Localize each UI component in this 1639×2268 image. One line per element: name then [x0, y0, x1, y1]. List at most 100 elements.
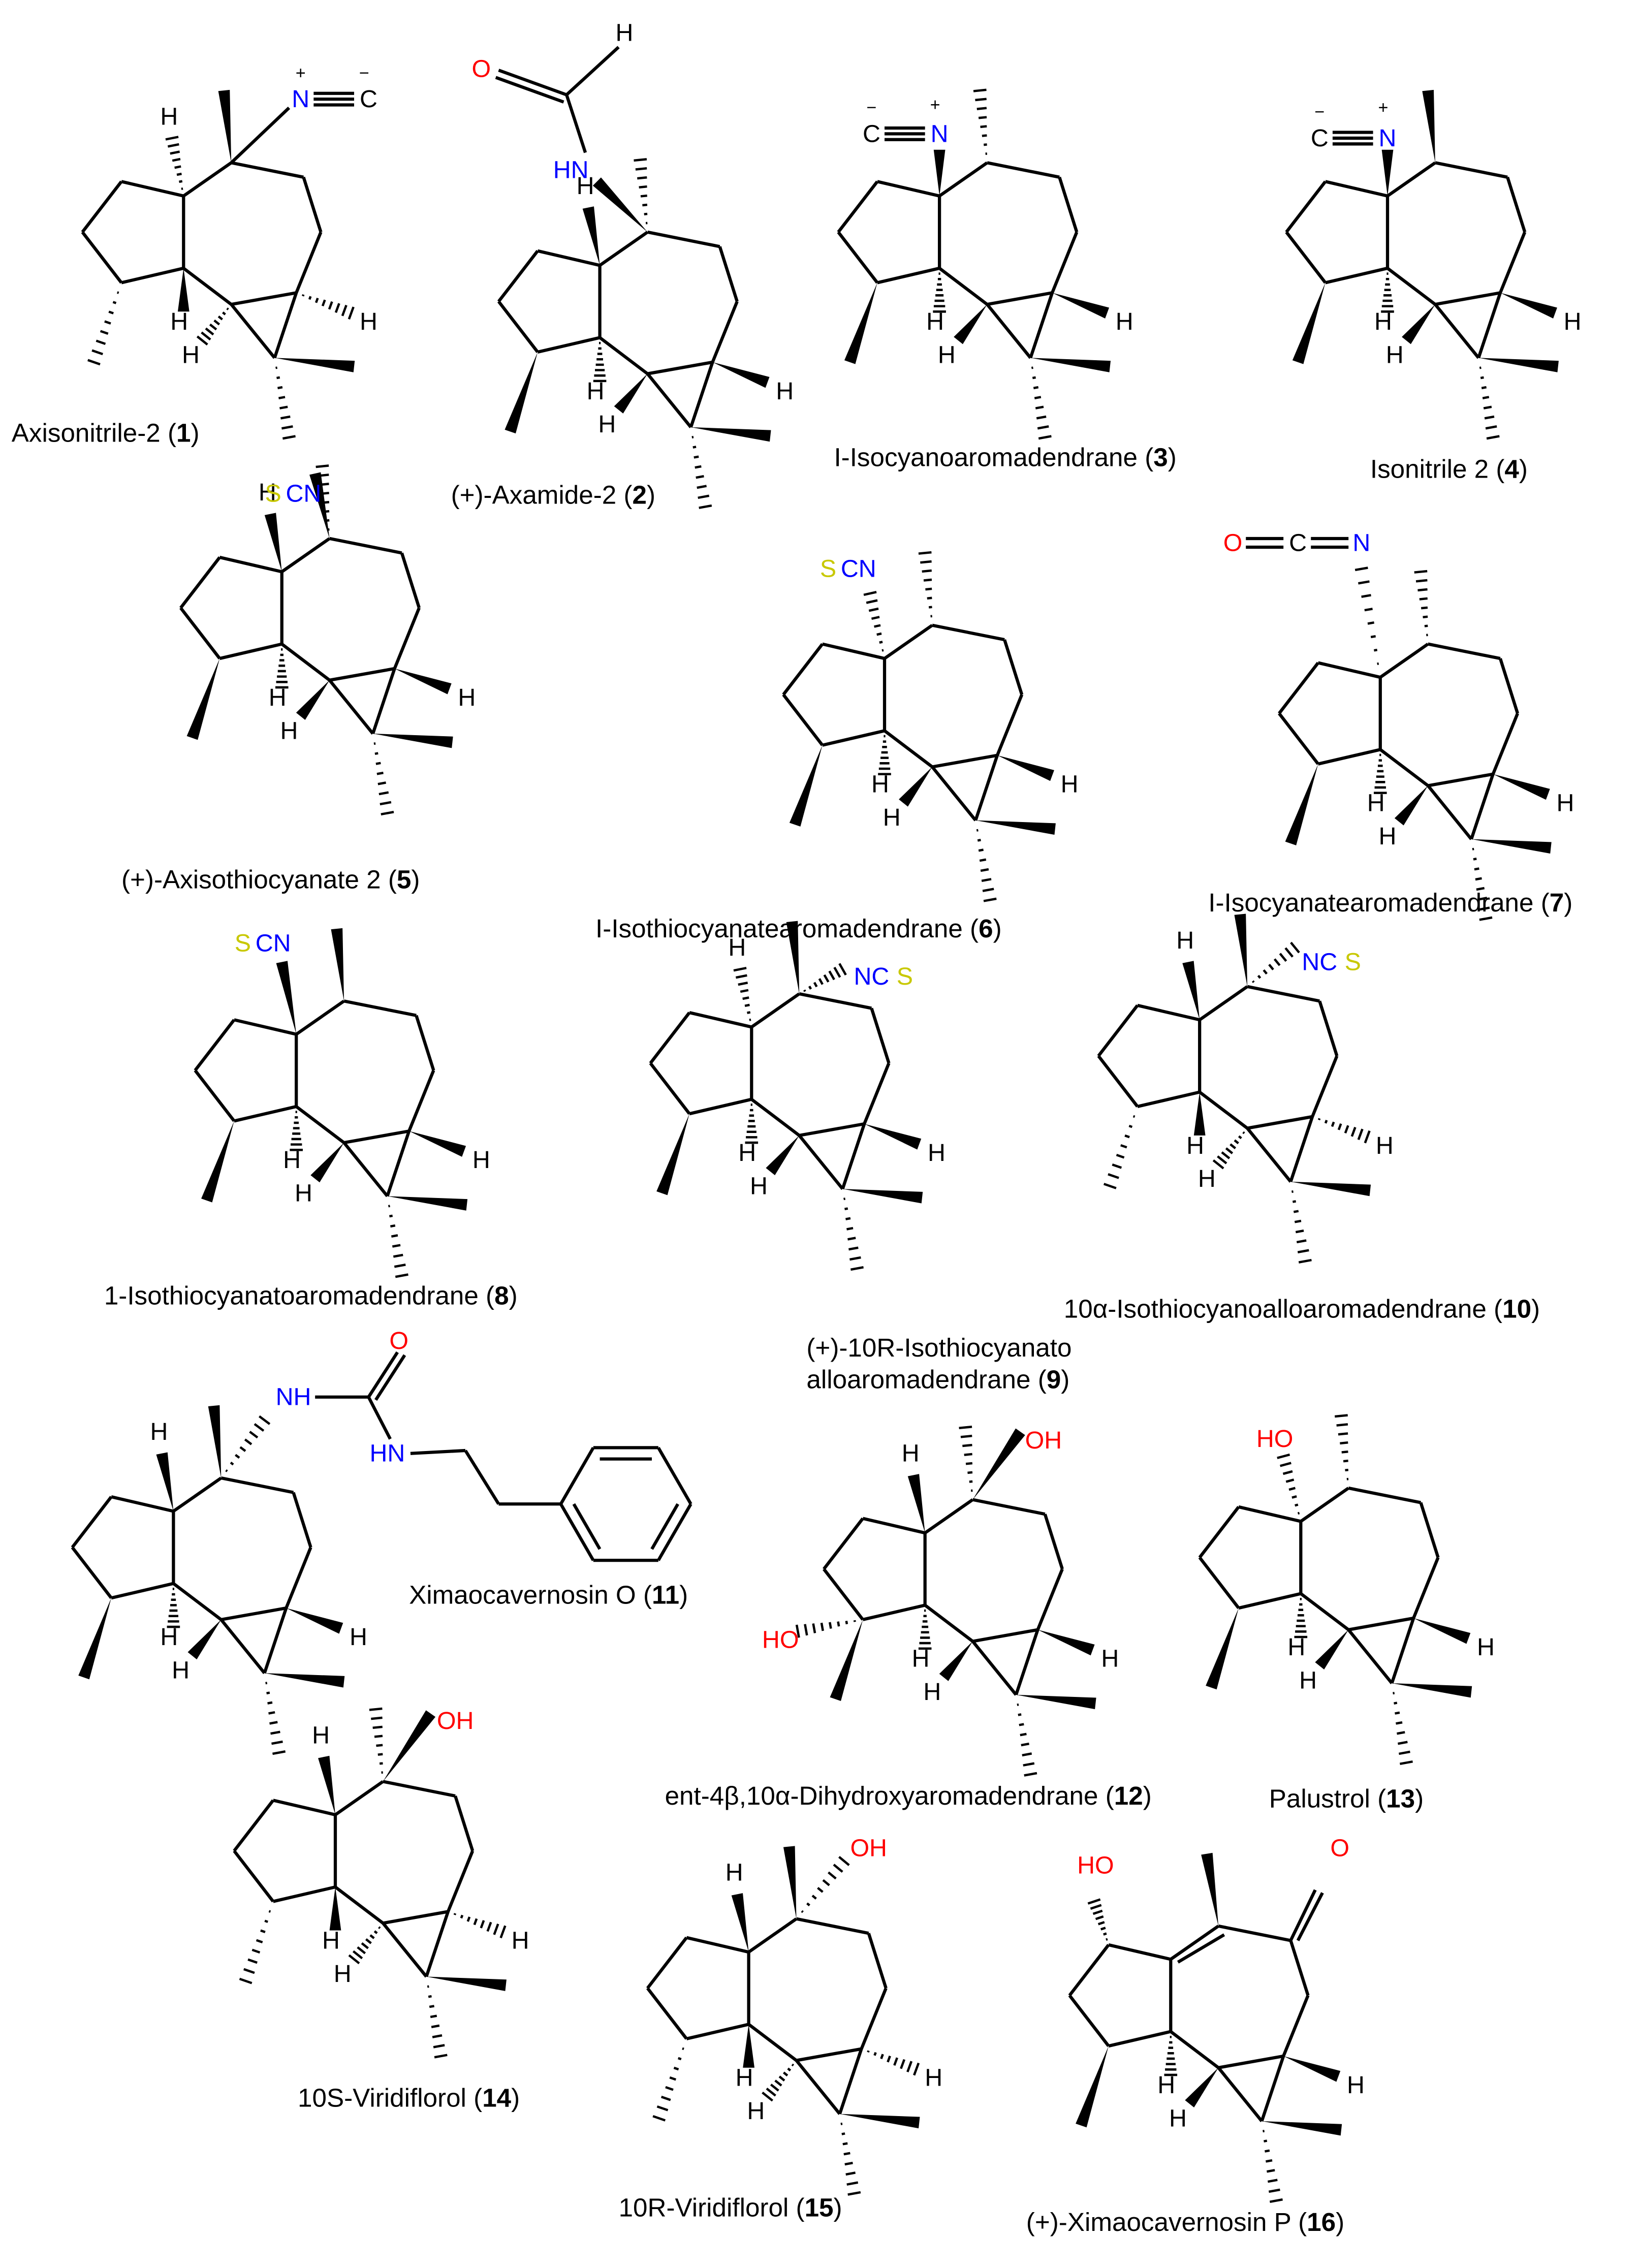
ring-bond: [1325, 180, 1388, 198]
wedge-bond: [972, 1428, 1025, 1500]
hydrogen-label: H: [726, 1859, 743, 1886]
hydrogen-label: H: [172, 1656, 190, 1684]
ring-bond: [823, 1517, 864, 1570]
hashed-bond: [691, 435, 712, 509]
ring-bond: [867, 1933, 888, 1989]
wedge-bond: [933, 149, 945, 196]
charge: −: [866, 98, 876, 117]
ring-bond: [415, 1015, 435, 1071]
atom-label: O: [1223, 529, 1243, 556]
ring-bond: [272, 1799, 336, 1816]
benzene-double-bond: [572, 1503, 602, 1550]
hashed-bond: [1317, 1118, 1371, 1144]
wedge-bond: [201, 1121, 234, 1203]
ring-bond: [329, 537, 402, 555]
ring-bond: [81, 180, 123, 233]
wedge-bond: [830, 1619, 863, 1702]
ring-bond: [1428, 772, 1494, 788]
hydrogen-label: H: [883, 804, 901, 831]
atom-label: OH: [437, 1707, 474, 1735]
ring-bond: [799, 1122, 865, 1137]
wedge-bond: [907, 1474, 925, 1533]
compound-name-9-line2: alloaromadendrane (9): [806, 1365, 1069, 1394]
wedge-bond: [1030, 358, 1111, 372]
ring-bond: [219, 642, 282, 660]
compound-name-13: Palustrol (13): [1269, 1784, 1424, 1813]
ring-bond: [1003, 639, 1024, 696]
ring-bond: [111, 1582, 174, 1600]
wedge-bond: [731, 1893, 749, 1952]
compound-name-8: 1-Isothiocyanatoaromadendrane (8): [104, 1281, 518, 1310]
ring-bond: [1260, 2055, 1285, 2122]
ring-bond: [371, 668, 396, 734]
ring-bond: [1068, 1994, 1110, 2047]
wedge-bond: [1201, 1852, 1219, 1926]
bond: [367, 1396, 392, 1440]
ring-bond: [647, 230, 720, 248]
ring-bond: [1058, 176, 1079, 233]
hashed-bond: [803, 963, 847, 992]
benzene-bond: [657, 1503, 692, 1561]
bond: [565, 94, 587, 153]
hydrogen-label: H: [1101, 1645, 1119, 1673]
hydrogen-label: H: [322, 1927, 340, 1954]
hashed-bond: [265, 1682, 286, 1755]
wedge-bond: [409, 1131, 466, 1157]
hydrogen-label: H: [938, 341, 956, 369]
ring-bond: [425, 1911, 450, 1977]
ring-bond: [1247, 1115, 1313, 1130]
ring-bond: [1390, 1618, 1415, 1684]
ring-bond: [1068, 1944, 1110, 1997]
hashed-bond: [840, 2122, 861, 2196]
compound-number: 7: [1550, 888, 1564, 917]
wedge-bond: [78, 1598, 112, 1680]
hydrogen-label: H: [926, 308, 944, 335]
ring-bond: [71, 1546, 113, 1599]
compound-name-11: Ximaocavernosin O (11): [409, 1581, 688, 1610]
wedge-bond: [186, 658, 220, 740]
wedge-bond: [426, 1976, 507, 1991]
ring-bond: [537, 336, 601, 354]
hashed-bond: [1414, 570, 1428, 637]
wedge-bond: [582, 206, 600, 266]
wedge-bond: [1392, 1683, 1472, 1698]
charge: −: [359, 64, 369, 83]
wedge-bond: [1283, 2056, 1341, 2082]
wedge-bond: [383, 1710, 436, 1782]
ring-bond: [383, 1780, 456, 1798]
ring-bond: [598, 231, 649, 267]
ring-bond: [263, 1608, 288, 1674]
atom-label: O: [472, 55, 491, 82]
hydrogen-label: H: [259, 479, 276, 506]
ring-bond: [689, 1011, 752, 1029]
bond: [230, 106, 291, 164]
hydrogen-label: H: [928, 1139, 945, 1167]
ring-bond: [1238, 1505, 1302, 1523]
ring-bond: [194, 1019, 236, 1072]
ring-bond: [302, 176, 323, 233]
ring-bond: [823, 1568, 864, 1621]
ring-bond: [972, 1498, 1046, 1516]
hashed-bond: [652, 2047, 684, 2122]
atom-label: CN: [841, 555, 876, 583]
ring-bond: [231, 291, 297, 306]
wedge-bond: [1037, 1629, 1095, 1656]
atom-label: N: [292, 85, 309, 113]
hydrogen-label: H: [1556, 790, 1574, 817]
atom-label: HN: [369, 1440, 405, 1467]
wedge-bond: [1234, 914, 1248, 987]
hydrogen-label: H: [1477, 1633, 1495, 1661]
ring-bond: [1419, 1502, 1440, 1558]
compound-number: 3: [1153, 443, 1168, 472]
hydrogen-label: H: [1176, 927, 1194, 954]
bond: [464, 1450, 500, 1505]
ring-bond: [1282, 1995, 1310, 2057]
hydrogen-label: H: [472, 1146, 490, 1174]
bond: [498, 69, 568, 97]
ring-bond: [1029, 292, 1054, 359]
hydrogen-label: H: [512, 1927, 529, 1954]
